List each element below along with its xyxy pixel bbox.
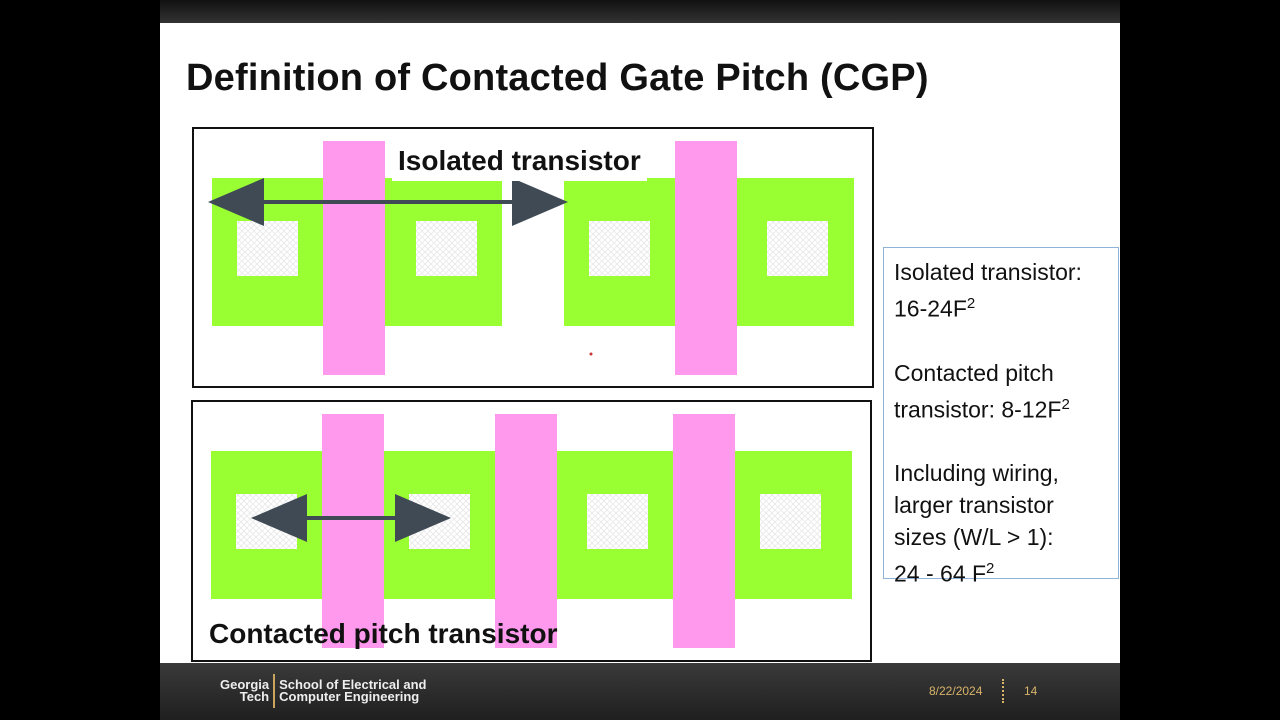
contact-2 [409,494,470,549]
contact-1 [236,494,297,549]
school-name: School of Electrical and Computer Engine… [279,677,427,704]
slide-title: Definition of Contacted Gate Pitch (CGP) [186,57,929,99]
isolated-area-text: Isolated transistor: 16-24F2 [894,256,1118,325]
slide: Definition of Contacted Gate Pitch (CGP) [160,23,1120,663]
georgia-tech-logo: Georgia Tech School of Electrical and Co… [220,673,427,709]
exponent: 2 [966,295,976,312]
top-bar [160,0,1120,23]
exponent: 2 [1061,395,1070,413]
contacted-area-value: transistor: 8-12F [894,396,1062,423]
gate-3 [673,414,735,648]
gate-right [675,141,737,375]
wiring-line-2: larger transistor [894,492,1054,519]
school-line-2: Computer Engineering [279,689,420,704]
wiring-area-text: Including wiring, larger transistor size… [894,457,1118,590]
gate-1 [322,414,384,648]
footer-date: 8/22/2024 [929,684,983,698]
isolated-area-value: 16-24F [894,295,967,322]
contact-4 [760,494,821,549]
isolated-transistor-label: Isolated transistor [392,141,647,181]
slide-footer: Georgia Tech School of Electrical and Co… [160,663,1120,720]
contacted-area-text: Contacted pitch transistor: 8-12F2 [894,357,1118,426]
isolated-transistor-svg [208,141,854,375]
contact-left-2 [416,221,477,276]
contact-right-1 [589,221,650,276]
wiring-line-1: Including wiring, [894,460,1059,487]
exponent: 2 [986,560,995,578]
isolated-area-label: Isolated transistor: [894,259,1082,285]
isolated-transistor-diagram: Isolated transistor [192,127,874,388]
logo-gt-text: Georgia Tech [220,677,270,704]
logo-divider [273,674,276,708]
info-textbox: Isolated transistor: 16-24F2 Contacted p… [883,247,1119,587]
contact-3 [587,494,648,549]
footer-divider [1002,679,1006,703]
gate-left [323,141,385,375]
contact-left-1 [237,221,298,276]
page-number: 14 [1024,684,1038,698]
school-line-1: School of Electrical and [279,677,427,692]
stray-dot [589,352,593,356]
contact-right-2 [767,221,828,276]
gate-2 [495,414,557,648]
logo-line-1: Georgia [220,677,270,692]
contacted-pitch-label: Contacted pitch transistor [209,618,558,649]
wiring-line-3: sizes (W/L > 1): [894,524,1054,551]
wiring-area-value: 24 - 64 F [894,560,987,587]
contacted-pitch-svg [211,414,852,648]
contacted-pitch-diagram: Contacted pitch transistor [191,400,872,662]
contacted-area-label: Contacted pitch [894,359,1054,386]
logo-line-2: Tech [239,689,270,704]
